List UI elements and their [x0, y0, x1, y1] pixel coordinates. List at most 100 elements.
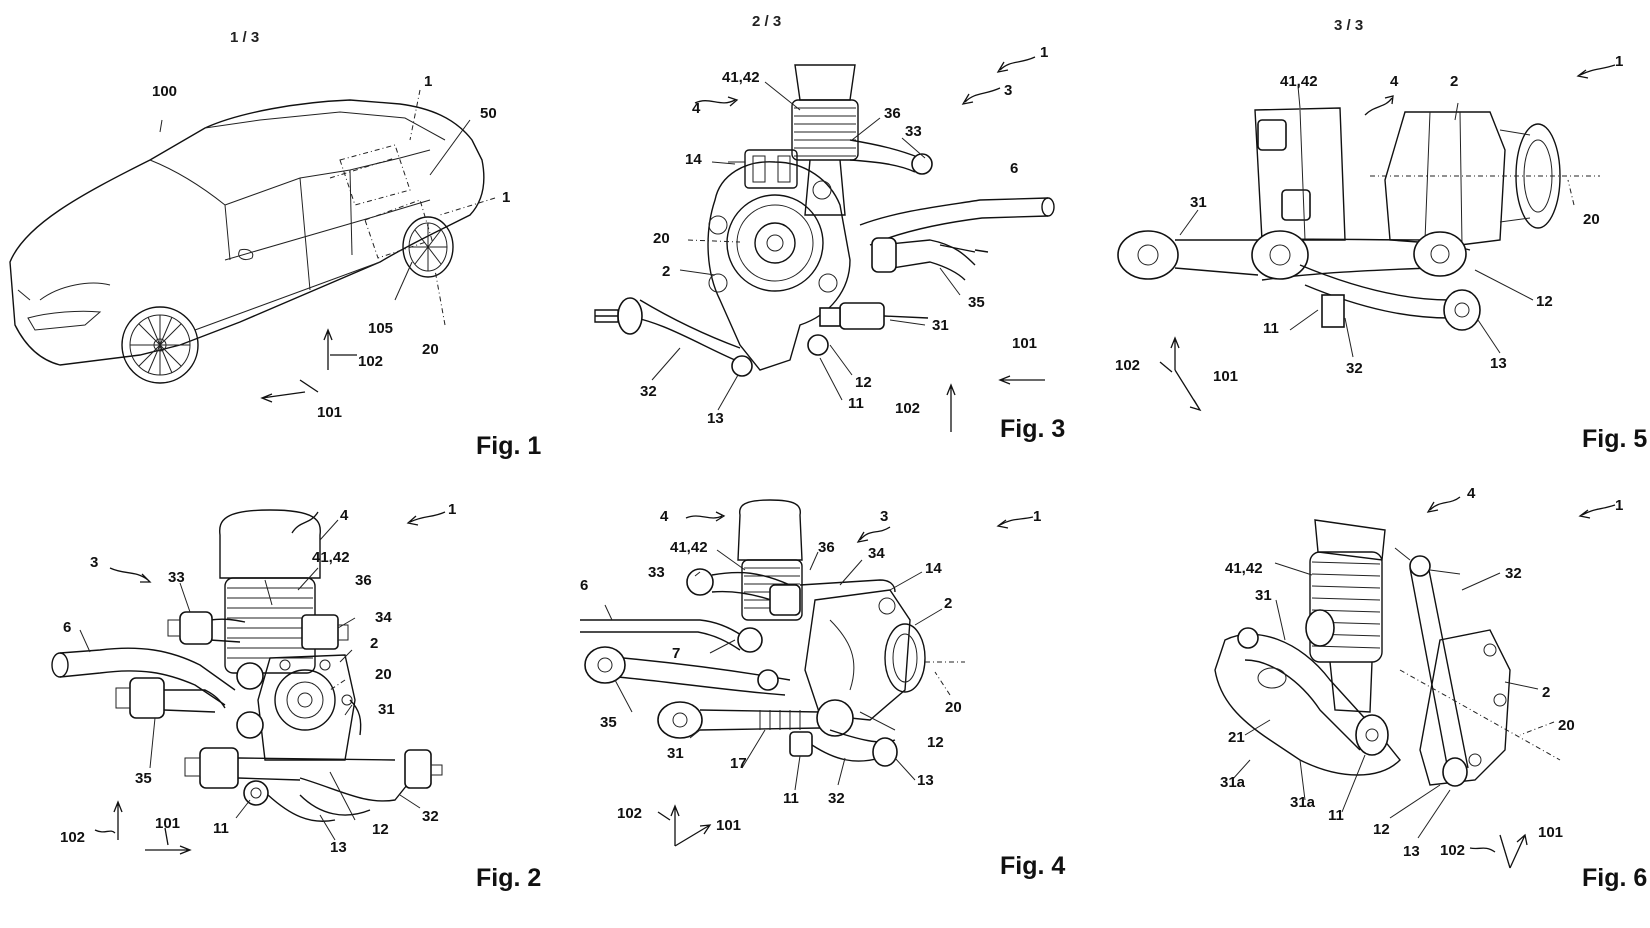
- fig4-label-33: 33: [648, 564, 665, 581]
- fig4-label-1: 1: [1033, 508, 1041, 525]
- fig4-label-20: 20: [945, 699, 962, 716]
- fig6-label-2: 2: [1542, 684, 1550, 701]
- fig2-label-31: 31: [378, 701, 395, 718]
- fig6-label-11: 11: [1328, 807, 1344, 824]
- fig5-label-2: 2: [1450, 73, 1458, 90]
- fig6-label-13: 13: [1403, 843, 1420, 860]
- fig2-caption: Fig. 2: [476, 864, 541, 892]
- fig6-suspension-drawing: [1215, 497, 1615, 868]
- fig6-label-4: 4: [1467, 485, 1476, 502]
- fig5-label-20: 20: [1583, 211, 1600, 228]
- fig2-label-3: 3: [90, 554, 98, 571]
- fig6-label-20: 20: [1558, 717, 1575, 734]
- fig5-label-13: 13: [1490, 355, 1507, 372]
- fig2-label-4: 4: [340, 507, 349, 524]
- fig2-label-36: 36: [355, 572, 372, 589]
- fig4-label-2: 2: [944, 595, 952, 612]
- fig2-label-2: 2: [370, 635, 378, 652]
- fig3-caption: Fig. 3: [1000, 415, 1065, 443]
- fig2-label-13: 13: [330, 839, 347, 856]
- fig3-label-101: 101: [1012, 335, 1037, 352]
- fig4-label-35: 35: [600, 714, 617, 731]
- fig4-label-34: 34: [868, 545, 885, 562]
- fig2-label-35: 35: [135, 770, 152, 787]
- fig2-label-11: 11: [213, 820, 229, 837]
- fig3-label-14: 14: [685, 151, 702, 168]
- fig1-label-105: 105: [368, 320, 393, 337]
- page-number-2: 2 / 3: [752, 13, 781, 30]
- fig3-label-4: 4: [692, 100, 701, 117]
- fig5-label-11: 11: [1263, 320, 1279, 337]
- fig6-label-31: 31: [1255, 587, 1272, 604]
- fig4-label-101: 101: [716, 817, 741, 834]
- fig1-label-1-top: 1: [424, 73, 432, 90]
- fig3-label-13: 13: [707, 410, 724, 427]
- fig6-label-21: 21: [1228, 729, 1245, 746]
- fig4-label-11: 11: [783, 790, 799, 807]
- fig2-label-102: 102: [60, 829, 85, 846]
- fig3-label-35: 35: [968, 294, 985, 311]
- page-number-1: 1 / 3: [230, 29, 259, 46]
- fig5-label-31: 31: [1190, 194, 1207, 211]
- fig6-label-41-42: 41,42: [1225, 560, 1263, 577]
- fig1-label-50: 50: [480, 105, 497, 122]
- fig1-caption: Fig. 1: [476, 432, 541, 460]
- fig4-labels: 4 3 1 41,42 36 34 33 14 6 2 7 20 35 12 3…: [580, 508, 1065, 880]
- fig4-label-17: 17: [730, 755, 747, 772]
- fig5-labels: 1 41,42 4 2 20 31 12 11 32 13 102 101 Fi…: [1115, 53, 1647, 453]
- fig4-caption: Fig. 4: [1000, 852, 1065, 880]
- fig3-labels: 41,42 1 4 3 36 33 14 6 20 2 35 31 12 32 …: [640, 44, 1065, 443]
- fig4-label-4: 4: [660, 508, 669, 525]
- fig4-label-12: 12: [927, 734, 944, 751]
- fig3-label-12: 12: [855, 374, 872, 391]
- fig4-label-102: 102: [617, 805, 642, 822]
- fig3-label-1: 1: [1040, 44, 1048, 61]
- fig1-label-101: 101: [317, 404, 342, 421]
- fig5-label-12: 12: [1536, 293, 1553, 310]
- fig5-label-32: 32: [1346, 360, 1363, 377]
- fig2-label-12: 12: [372, 821, 389, 838]
- fig4-label-32: 32: [828, 790, 845, 807]
- fig6-label-31a-right: 31a: [1290, 794, 1316, 811]
- fig3-label-3: 3: [1004, 82, 1012, 99]
- fig4-label-41-42: 41,42: [670, 539, 708, 556]
- fig2-label-33: 33: [168, 569, 185, 586]
- fig2-label-20: 20: [375, 666, 392, 683]
- fig4-suspension-drawing: [580, 500, 1033, 846]
- fig3-label-20: 20: [653, 230, 670, 247]
- fig3-label-33: 33: [905, 123, 922, 140]
- fig5-label-4: 4: [1390, 73, 1399, 90]
- fig2-label-101: 101: [155, 815, 180, 832]
- fig5-label-41-42: 41,42: [1280, 73, 1318, 90]
- fig3-label-32: 32: [640, 383, 657, 400]
- fig4-label-7: 7: [672, 645, 680, 662]
- fig4-label-13: 13: [917, 772, 934, 789]
- fig5-suspension-drawing: [1118, 65, 1615, 410]
- fig1-label-100: 100: [152, 83, 177, 100]
- fig3-label-102: 102: [895, 400, 920, 417]
- fig6-label-101: 101: [1538, 824, 1563, 841]
- page-number-3: 3 / 3: [1334, 17, 1363, 34]
- fig5-label-1: 1: [1615, 53, 1623, 70]
- fig3-label-11: 11: [848, 395, 864, 412]
- fig4-label-36: 36: [818, 539, 835, 556]
- fig4-label-14: 14: [925, 560, 942, 577]
- fig2-label-32: 32: [422, 808, 439, 825]
- fig4-label-3: 3: [880, 508, 888, 525]
- fig2-label-34: 34: [375, 609, 392, 626]
- fig4-label-6: 6: [580, 577, 588, 594]
- fig3-label-31: 31: [932, 317, 949, 334]
- fig2-label-6: 6: [63, 619, 71, 636]
- fig6-label-32: 32: [1505, 565, 1522, 582]
- fig2-label-1: 1: [448, 501, 456, 518]
- fig1-labels: 100 1 50 1 105 20 102 101 Fig. 1: [152, 73, 541, 460]
- fig6-label-102: 102: [1440, 842, 1465, 859]
- fig5-label-102: 102: [1115, 357, 1140, 374]
- fig3-label-6: 6: [1010, 160, 1018, 177]
- fig2-label-41-42: 41,42: [312, 549, 350, 566]
- fig1-label-1-lower: 1: [502, 189, 510, 206]
- fig6-label-1: 1: [1615, 497, 1623, 514]
- fig3-label-41-42: 41,42: [722, 69, 760, 86]
- fig5-label-101: 101: [1213, 368, 1238, 385]
